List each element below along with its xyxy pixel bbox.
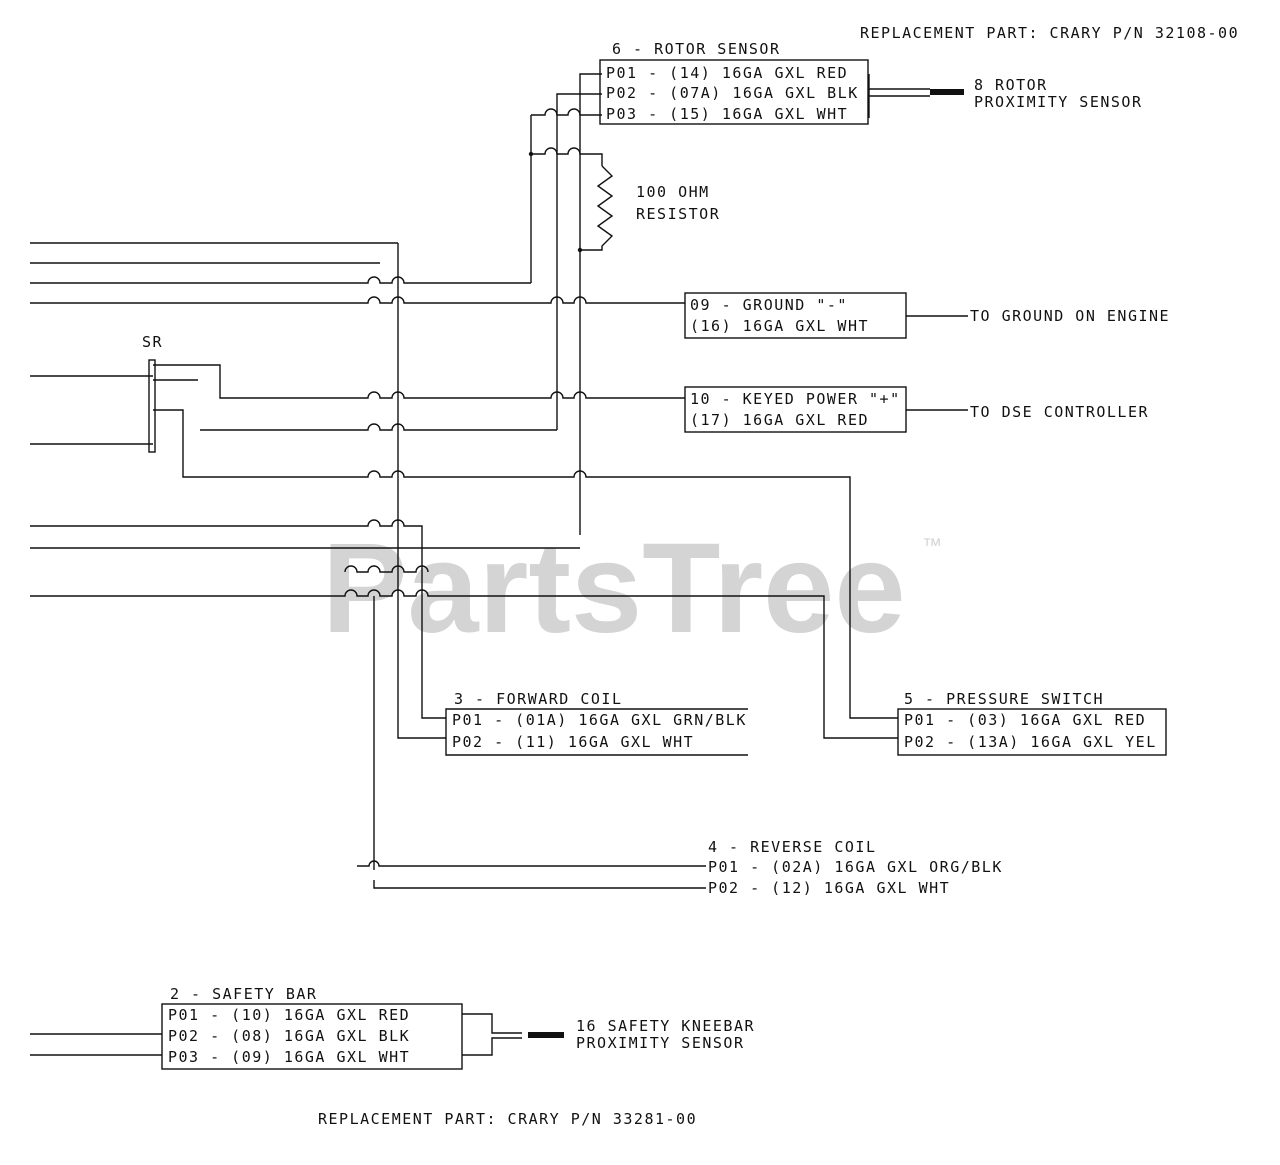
pressure-switch-pin-2: P02 - (13A) 16GA GXL YEL: [904, 733, 1157, 751]
rotor-sensor-target-2: PROXIMITY SENSOR: [974, 93, 1143, 111]
pressure-switch-title: 5 - PRESSURE SWITCH: [904, 690, 1104, 708]
kneebar-target-2: PROXIMITY SENSOR: [576, 1034, 745, 1052]
reverse-coil-block: 4 - REVERSE COIL P01 - (02A) 16GA GXL OR…: [708, 838, 1003, 897]
safety-bar-pin-2: P02 - (08) 16GA GXL BLK: [168, 1027, 410, 1045]
sr-connector: [148, 359, 156, 453]
pressure-switch-pin-1: P01 - (03) 16GA GXL RED: [904, 711, 1146, 729]
rotor-sensor-pin-2: P02 - (07A) 16GA GXL BLK: [606, 84, 859, 102]
rotor-sensor-pin-1: P01 - (14) 16GA GXL RED: [606, 64, 848, 82]
forward-coil-title: 3 - FORWARD COIL: [454, 690, 623, 708]
keyed-power-line-1: 10 - KEYED POWER "+": [690, 390, 901, 408]
reverse-coil-pin-2: P02 - (12) 16GA GXL WHT: [708, 879, 950, 897]
rotor-sensor-pin-3: P03 - (15) 16GA GXL WHT: [606, 105, 848, 123]
safety-bar-pin-3: P03 - (09) 16GA GXL WHT: [168, 1048, 410, 1066]
forward-coil-pin-2: P02 - (11) 16GA GXL WHT: [452, 733, 694, 751]
pressure-switch-block: 5 - PRESSURE SWITCH P01 - (03) 16GA GXL …: [897, 690, 1167, 756]
resistor-label-2: RESISTOR: [636, 205, 720, 223]
ground-line-2: (16) 16GA GXL WHT: [690, 317, 869, 335]
sr-label: SR: [142, 333, 163, 351]
forward-coil-pin-1: P01 - (01A) 16GA GXL GRN/BLK: [452, 711, 747, 729]
rotor-sensor-title: 6 - ROTOR SENSOR: [612, 40, 781, 58]
keyed-power-target: TO DSE CONTROLLER: [970, 403, 1149, 421]
watermark: PartsTree: [322, 517, 906, 660]
watermark-trademark: ™: [922, 535, 942, 557]
safety-bar-block: 2 - SAFETY BAR P01 - (10) 16GA GXL RED P…: [161, 985, 755, 1070]
rotor-sensor-block: 6 - ROTOR SENSOR P01 - (14) 16GA GXL RED…: [599, 40, 1143, 125]
reverse-coil-pin-1: P01 - (02A) 16GA GXL ORG/BLK: [708, 858, 1003, 876]
keyed-power-line-2: (17) 16GA GXL RED: [690, 411, 869, 429]
replacement-part-top: REPLACEMENT PART: CRARY P/N 32108-00: [860, 24, 1239, 42]
ground-target: TO GROUND ON ENGINE: [970, 307, 1170, 325]
wire-harness: [30, 73, 968, 1056]
ground-line-1: 09 - GROUND "-": [690, 296, 848, 314]
replacement-part-bottom: REPLACEMENT PART: CRARY P/N 33281-00: [318, 1110, 697, 1128]
safety-bar-pin-1: P01 - (10) 16GA GXL RED: [168, 1006, 410, 1024]
kneebar-target-1: 16 SAFETY KNEEBAR: [576, 1017, 755, 1035]
forward-coil-block: 3 - FORWARD COIL P01 - (01A) 16GA GXL GR…: [445, 690, 748, 756]
rotor-sensor-target-1: 8 ROTOR: [974, 76, 1048, 94]
reverse-coil-title: 4 - REVERSE COIL: [708, 838, 877, 856]
ground-block: 09 - GROUND "-" (16) 16GA GXL WHT TO GRO…: [684, 292, 1170, 339]
resistor-label-1: 100 OHM: [636, 183, 710, 201]
junction-dots: [528, 151, 583, 253]
safety-bar-title: 2 - SAFETY BAR: [170, 985, 317, 1003]
keyed-power-block: 10 - KEYED POWER "+" (17) 16GA GXL RED T…: [684, 386, 1149, 433]
